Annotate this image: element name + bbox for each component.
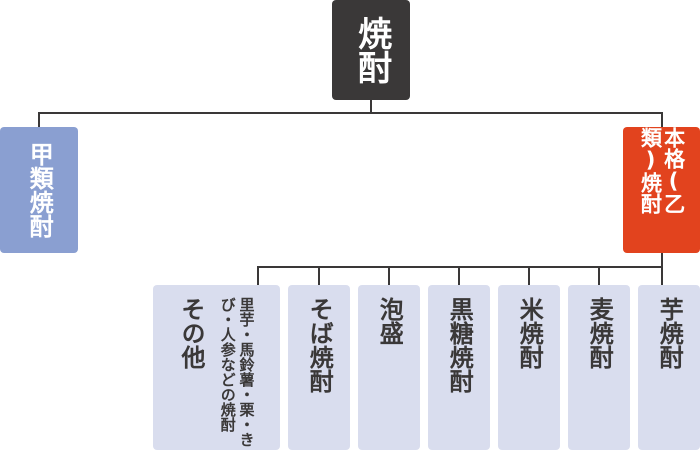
leaf-node-kokuto: 黒糖焼酎 — [428, 285, 490, 450]
connector-leaf-stem — [458, 266, 460, 285]
leaf-sublabel-other: 里芋・馬鈴薯・栗・きび・人参などの焼酎 — [218, 297, 256, 447]
root-label: 焼酎 — [351, 16, 392, 84]
connector-kou-stem — [38, 112, 40, 127]
connector-leaf-stem — [388, 266, 390, 285]
connector-leaf-stem — [661, 266, 663, 285]
leaf-label-kokuto: 黒糖焼酎 — [445, 297, 474, 393]
category-label-otsu: 本格(乙類)焼酎 — [638, 127, 686, 214]
connector-leaf-stem — [257, 266, 259, 285]
leaf-node-soba: そば焼酎 — [288, 285, 350, 450]
connector-bottom-bar — [257, 266, 663, 268]
leaf-label-soba: そば焼酎 — [305, 297, 334, 393]
leaf-label-imo: 芋焼酎 — [655, 297, 684, 369]
leaf-label-other: その他 — [176, 297, 205, 369]
category-label-kou: 甲類焼酎 — [25, 142, 54, 238]
leaf-label-kome: 米焼酎 — [515, 297, 544, 369]
leaf-node-mugi: 麦焼酎 — [568, 285, 630, 450]
leaf-label-awamori: 泡盛 — [375, 297, 404, 345]
category-node-otsu: 本格(乙類)焼酎 — [623, 127, 700, 253]
leaf-node-kome: 米焼酎 — [498, 285, 560, 450]
leaf-node-imo: 芋焼酎 — [638, 285, 700, 450]
leaf-node-awamori: 泡盛 — [358, 285, 420, 450]
connector-leaf-stem — [528, 266, 530, 285]
connector-leaf-stem — [318, 266, 320, 285]
connector-top-bar — [38, 112, 663, 114]
connector-leaf-stem — [598, 266, 600, 285]
category-node-kou: 甲類焼酎 — [0, 127, 78, 253]
leaf-label-mugi: 麦焼酎 — [585, 297, 614, 369]
connector-root-stem — [370, 100, 372, 113]
connector-otsu-stem — [661, 112, 663, 127]
leaf-node-other: その他 里芋・馬鈴薯・栗・きび・人参などの焼酎 — [153, 285, 280, 450]
root-node: 焼酎 — [332, 0, 410, 100]
connector-otsu-down — [661, 253, 663, 267]
